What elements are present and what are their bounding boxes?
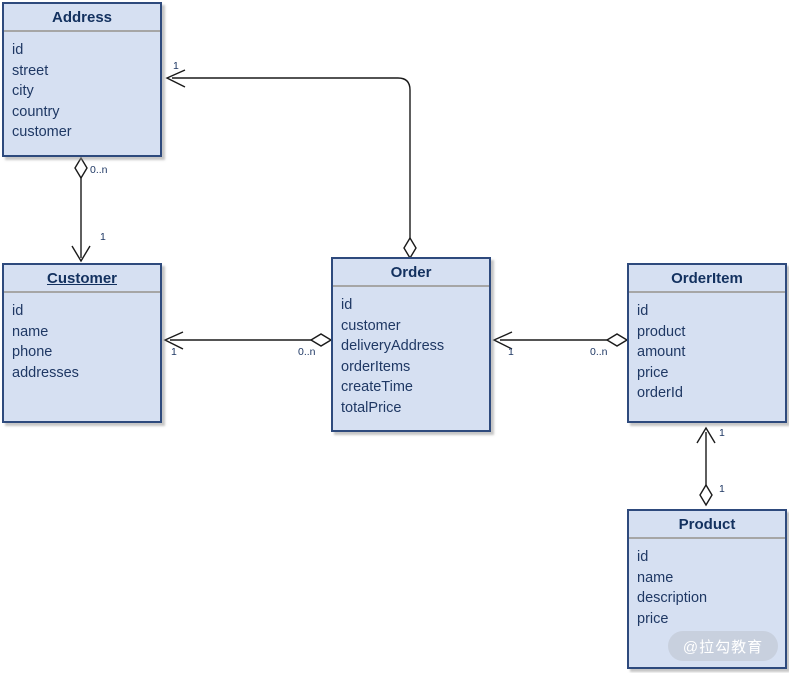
multiplicity-order-customer-target: 1	[171, 346, 177, 358]
open-arrow-head	[71, 245, 91, 263]
attribute-item: createTime	[341, 379, 413, 395]
class-title-product: Product	[629, 511, 785, 539]
class-attributes-orderitem: id product amount price orderId	[629, 293, 785, 410]
class-title-customer: Customer	[4, 265, 160, 293]
aggregation-diamond	[605, 333, 629, 347]
attribute-item: city	[12, 83, 34, 99]
attribute-item: id	[12, 303, 24, 319]
multiplicity-product-orderitem-source: 1	[719, 483, 725, 495]
attribute-item: phone	[12, 344, 53, 360]
attribute-item: deliveryAddress	[341, 338, 445, 354]
attribute-item: customer	[341, 317, 401, 334]
attribute-item: totalPrice	[341, 399, 402, 416]
attribute-item: id	[637, 303, 649, 319]
multiplicity-orderitem-order-source: 0..n	[590, 346, 608, 358]
class-title-orderitem: OrderItem	[629, 265, 785, 293]
multiplicity-product-orderitem-target: 1	[719, 427, 725, 439]
class-box-customer[interactable]: Customer id name phone addresses	[2, 263, 162, 423]
edge-order-address	[165, 69, 417, 260]
open-arrow-head	[696, 426, 716, 444]
multiplicity-order-address-target: 1	[173, 60, 179, 72]
multiplicity-address-customer-target: 1	[100, 231, 106, 243]
attribute-item: addresses	[12, 364, 79, 381]
attribute-item: price	[637, 610, 669, 627]
edge-address-customer	[71, 156, 91, 263]
attribute-item: amount	[637, 344, 686, 360]
class-box-order[interactable]: Order id customer deliveryAddress orderI…	[331, 257, 491, 432]
class-title-address: Address	[4, 4, 160, 32]
attribute-item: name	[12, 323, 49, 340]
attribute-item: customer	[12, 124, 72, 140]
multiplicity-orderitem-order-target: 1	[508, 346, 514, 358]
attribute-item: country	[12, 103, 60, 120]
attribute-item: orderItems	[341, 358, 411, 375]
attribute-item: street	[12, 62, 49, 79]
attribute-item: id	[12, 42, 24, 58]
attribute-item: product	[637, 323, 686, 340]
class-attributes-order: id customer deliveryAddress orderItems c…	[333, 287, 489, 424]
class-attributes-product: id name description price	[629, 539, 785, 635]
class-title-order: Order	[333, 259, 489, 287]
aggregation-diamond	[699, 483, 713, 507]
attribute-item: id	[637, 549, 649, 565]
attribute-item: price	[637, 364, 669, 381]
open-arrow-head	[165, 69, 186, 88]
attribute-item: id	[341, 297, 353, 313]
class-attributes-address: id street city country customer	[4, 32, 160, 149]
edge-product-orderitem	[696, 426, 716, 507]
aggregation-diamond	[309, 333, 333, 347]
multiplicity-order-customer-source: 0..n	[298, 346, 316, 358]
class-box-orderitem[interactable]: OrderItem id product amount price orderI…	[627, 263, 787, 423]
attribute-item: name	[637, 569, 674, 586]
aggregation-diamond	[403, 236, 417, 260]
attribute-item: description	[637, 590, 708, 606]
class-attributes-customer: id name phone addresses	[4, 293, 160, 389]
watermark: @拉勾教育	[668, 631, 778, 661]
class-box-address[interactable]: Address id street city country customer	[2, 2, 162, 157]
multiplicity-address-customer-source: 0..n	[90, 164, 108, 176]
attribute-item: orderId	[637, 385, 683, 401]
aggregation-diamond	[74, 156, 88, 180]
